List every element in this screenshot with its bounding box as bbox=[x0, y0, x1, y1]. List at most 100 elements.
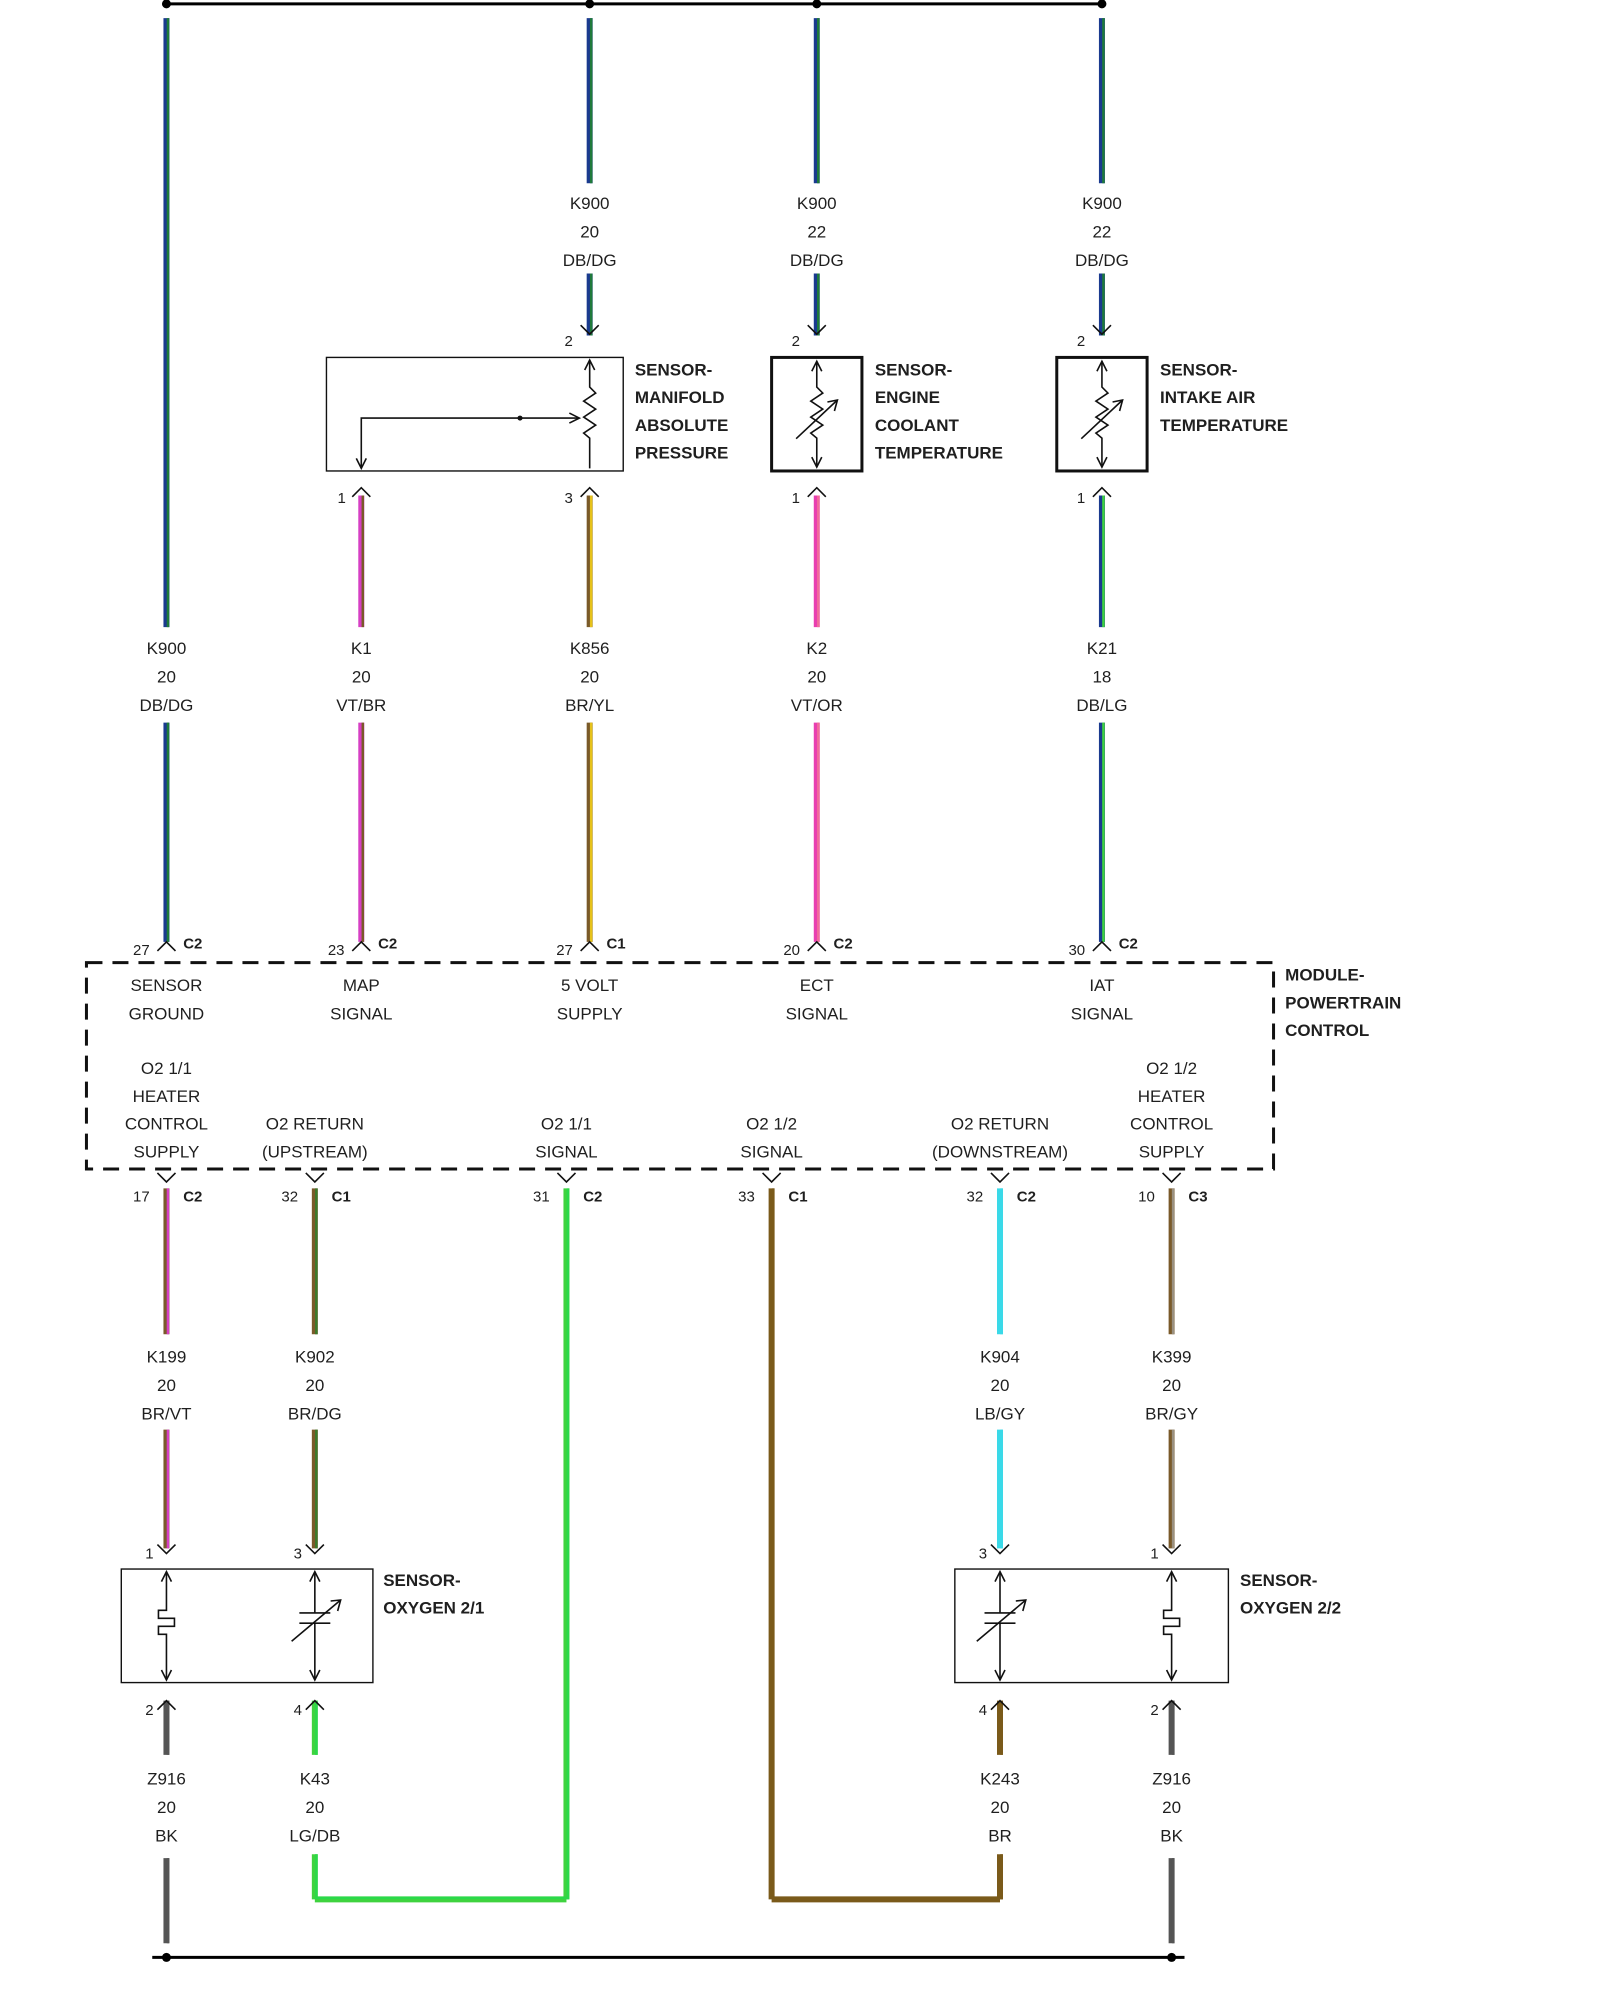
lower-wire-1-color: BR/DG bbox=[288, 1404, 342, 1423]
iat-pin-bottom: 1 bbox=[1077, 490, 1085, 507]
pcm-terminal-bottom-1 bbox=[305, 1172, 325, 1184]
wire-layer bbox=[163, 18, 1175, 1944]
bottom-wire-2-gauge: 20 bbox=[991, 1798, 1010, 1817]
pcm-lower-function-0: SUPPLY bbox=[134, 1142, 200, 1161]
oxygen-sensor-1-heater bbox=[1162, 1571, 1181, 1680]
pcm-lower-connector-1: C1 bbox=[332, 1188, 351, 1205]
oxygen-sensor-0-pin-bottom: 4 bbox=[294, 1702, 302, 1719]
lower-wire-1-circuit: K902 bbox=[295, 1348, 335, 1367]
pcm-lower-function-5: O2 1/2 bbox=[1146, 1059, 1197, 1078]
lower-wire-3-gauge: 20 bbox=[1162, 1376, 1181, 1395]
pcm-connector-3: C2 bbox=[834, 935, 853, 952]
pcm-module-label: POWERTRAIN bbox=[1285, 993, 1401, 1012]
oxygen-sensor-0-pin-bottom: 2 bbox=[145, 1702, 153, 1719]
pcm-terminal-bottom-2 bbox=[556, 1172, 577, 1184]
oxygen-sensor-1-label: OXYGEN 2/2 bbox=[1240, 1599, 1341, 1618]
lower-wire-3-circuit: K399 bbox=[1152, 1348, 1192, 1367]
ect-variable-arrowhead bbox=[827, 398, 839, 412]
pcm-lower-connector-2: C2 bbox=[583, 1188, 602, 1205]
iat-top-arrow bbox=[1096, 359, 1108, 372]
upper-wire-0-terminal bbox=[580, 324, 600, 336]
pcm-pin-2: 27 bbox=[556, 942, 573, 959]
oxygen-sensor-0-pin-top: 3 bbox=[294, 1546, 302, 1563]
map-wiper-line bbox=[360, 417, 580, 469]
oxygen-sensor-0-label: SENSOR- bbox=[383, 1571, 460, 1590]
oxygen-sensor-1-cell-arrow-top bbox=[994, 1569, 1006, 1582]
pcm-terminal-bottom-3 bbox=[762, 1172, 782, 1184]
iat-thermistor-symbol bbox=[1094, 361, 1110, 468]
o2-terminal-top-2 bbox=[990, 1543, 1010, 1555]
lower-wire-2-color: LB/GY bbox=[975, 1404, 1025, 1423]
bottom-wire-1-color: LG/DB bbox=[289, 1826, 340, 1845]
bottom-wire-0-color: BK bbox=[155, 1826, 178, 1845]
pcm-terminal-bottom-4 bbox=[990, 1172, 1010, 1184]
mid-wire-2-gauge: 20 bbox=[580, 668, 599, 687]
pcm-lower-pin-5: 10 bbox=[1138, 1188, 1155, 1205]
map-sensor-label: ABSOLUTE bbox=[635, 416, 729, 435]
lower-wire-2-circuit: K904 bbox=[980, 1348, 1020, 1367]
map-pin-top: 2 bbox=[565, 333, 573, 350]
map-sensor-label: SENSOR- bbox=[635, 360, 712, 379]
map-wiper-dot bbox=[517, 415, 523, 421]
mid-wire-0-color: DB/DG bbox=[140, 696, 194, 715]
pcm-lower-function-0: CONTROL bbox=[125, 1115, 208, 1134]
lower-wire-1-gauge: 20 bbox=[305, 1376, 324, 1395]
upper-wire-2-gauge: 22 bbox=[1092, 222, 1111, 241]
pcm-connector-2: C1 bbox=[606, 935, 625, 952]
map-sensor-label: PRESSURE bbox=[635, 444, 729, 463]
oxygen-sensor-0-terminal-bottom bbox=[156, 1699, 177, 1711]
oxygen-sensor-0-cell-arrow-bottom bbox=[309, 1669, 321, 1682]
mid-wire-3-circuit: K2 bbox=[806, 639, 827, 658]
pcm-connector-4: C2 bbox=[1119, 935, 1138, 952]
pcm-function-1: MAP bbox=[343, 976, 380, 995]
pcm-function-2: 5 VOLT bbox=[561, 976, 618, 995]
pcm-lower-function-0: O2 1/1 bbox=[141, 1059, 192, 1078]
oxygen-sensor-0-terminal-bottom bbox=[305, 1699, 325, 1711]
oxygen-sensor-0-pin-top: 1 bbox=[145, 1546, 153, 1563]
pcm-lower-pin-1: 32 bbox=[281, 1188, 298, 1205]
oxygen-sensor-1-pin-top: 1 bbox=[1150, 1546, 1158, 1563]
ect-top-arrow bbox=[811, 359, 823, 372]
pcm-function-4-b: SIGNAL bbox=[1071, 1004, 1133, 1023]
oxygen-sensor-1-cell-arrow-bottom bbox=[994, 1669, 1006, 1682]
o2-terminal-top-0 bbox=[156, 1543, 177, 1555]
upper-wire-1-terminal bbox=[807, 324, 827, 336]
bottom-wire-3-gauge: 20 bbox=[1162, 1798, 1181, 1817]
bottom-wire-2-circuit: K243 bbox=[980, 1770, 1020, 1789]
ect-sensor-label: SENSOR- bbox=[875, 360, 952, 379]
pcm-terminal-top-1 bbox=[351, 940, 371, 952]
pcm-function-3: ECT bbox=[800, 976, 834, 995]
bottom-wire-3-circuit: Z916 bbox=[1152, 1770, 1191, 1789]
pcm-connector-0: C2 bbox=[183, 935, 202, 952]
mid-wire-4-color: DB/LG bbox=[1076, 696, 1127, 715]
oxygen-sensor-1-pin-bottom: 2 bbox=[1150, 1702, 1158, 1719]
lower-wire-0-circuit: K199 bbox=[147, 1348, 187, 1367]
bottom-wire-3-color: BK bbox=[1160, 1826, 1183, 1845]
pcm-terminal-bottom-0 bbox=[156, 1172, 177, 1184]
ground-splice-dot-1 bbox=[1167, 1952, 1177, 1962]
oxygen-sensor-1-cell bbox=[984, 1571, 1016, 1680]
splice-dot-3 bbox=[1097, 0, 1107, 9]
ect-sensor-label: TEMPERATURE bbox=[875, 444, 1003, 463]
pcm-lower-function-4: O2 RETURN bbox=[951, 1115, 1049, 1134]
pcm-pin-1: 23 bbox=[328, 942, 345, 959]
pcm-module-label: CONTROL bbox=[1285, 1021, 1369, 1040]
pcm-function-1-b: SIGNAL bbox=[330, 1004, 392, 1023]
pcm-lower-pin-3: 33 bbox=[738, 1188, 755, 1205]
pcm-pin-3: 20 bbox=[783, 942, 800, 959]
map-terminal-1 bbox=[351, 486, 371, 498]
iat-bottom-arrow bbox=[1096, 456, 1108, 469]
mid-wire-0-gauge: 20 bbox=[157, 668, 176, 687]
splice-dot-0 bbox=[161, 0, 171, 9]
component-layer bbox=[84, 324, 1276, 1711]
oxygen-sensor-1-pin-top: 3 bbox=[979, 1546, 987, 1563]
oxygen-sensor-1-pin-bottom: 4 bbox=[979, 1702, 987, 1719]
ect-variable-arrow bbox=[795, 399, 838, 440]
iat-sensor-label: TEMPERATURE bbox=[1160, 416, 1288, 435]
ect-terminal-bottom bbox=[807, 486, 827, 498]
map-pin-1: 1 bbox=[337, 490, 345, 507]
iat-terminal-bottom bbox=[1092, 486, 1112, 498]
mid-wire-2-circuit: K856 bbox=[570, 639, 610, 658]
pcm-lower-function-0: HEATER bbox=[133, 1087, 201, 1106]
pcm-lower-connector-0: C2 bbox=[183, 1188, 202, 1205]
